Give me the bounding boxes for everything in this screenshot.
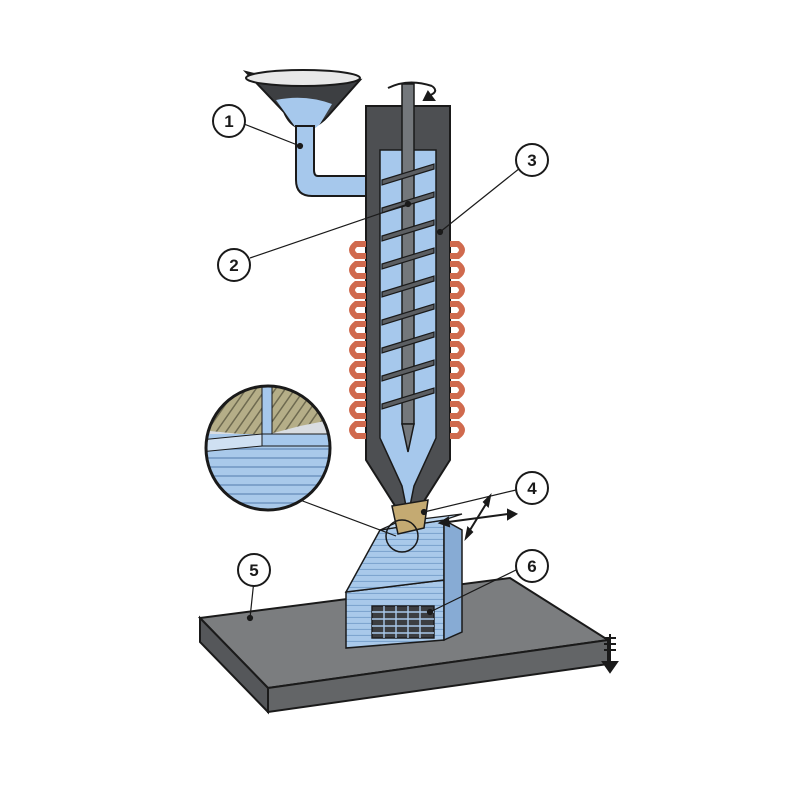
- callout-1-label: 1: [224, 112, 233, 131]
- leader-lines: [243, 123, 521, 622]
- callout-2-label: 2: [229, 256, 238, 275]
- heater-coils: [349, 241, 465, 439]
- callout-4-label: 4: [527, 479, 537, 498]
- callout-5-label: 5: [249, 561, 258, 580]
- heater-coil-loop: [450, 281, 465, 299]
- z-movement-arrow-icon: [601, 634, 619, 674]
- callout-4: 4: [515, 471, 549, 505]
- callout-6: 6: [515, 549, 549, 583]
- callout-1: 1: [212, 104, 246, 138]
- heater-coil-loop: [349, 421, 366, 439]
- printed-object: [344, 513, 463, 649]
- screw-flight: [381, 359, 435, 382]
- feed-hopper: [242, 69, 369, 197]
- heater-coil-loop: [349, 301, 366, 319]
- heater-coil-loop: [349, 361, 366, 379]
- heater-coil-loop: [450, 261, 465, 279]
- screw-flight: [381, 247, 435, 270]
- xy-movement-arrows-icon: [437, 492, 519, 542]
- heater-coil-loop: [349, 381, 366, 399]
- callout-3: 3: [515, 143, 549, 177]
- heater-coil-loop: [450, 321, 465, 339]
- heater-coil-loop: [450, 421, 465, 439]
- screw-flight: [381, 163, 435, 186]
- heater-coil-loop: [450, 341, 465, 359]
- heater-coil-loop: [349, 281, 366, 299]
- callout-5: 5: [237, 553, 271, 587]
- heater-coil-loop: [450, 241, 465, 259]
- heater-coil-loop: [450, 361, 465, 379]
- heater-coil-loop: [349, 341, 366, 359]
- heater-coil-loop: [349, 321, 366, 339]
- screw-flight: [381, 219, 435, 242]
- heater-coil-loop: [349, 261, 366, 279]
- callout-3-label: 3: [527, 151, 536, 170]
- infill-grid: [371, 605, 435, 639]
- screw-flight: [381, 303, 435, 326]
- heater-coil-loop: [450, 381, 465, 399]
- screw-flight: [381, 387, 435, 410]
- callout-2: 2: [217, 248, 251, 282]
- screw-flight: [381, 331, 435, 354]
- heater-coil-loop: [450, 401, 465, 419]
- heater-coil-loop: [349, 241, 366, 259]
- screw-flight: [381, 275, 435, 298]
- heater-coil-loop: [450, 301, 465, 319]
- rotation-arrow-icon: [387, 81, 437, 101]
- feed-screw: [381, 83, 435, 453]
- heater-coil-loop: [349, 401, 366, 419]
- callout-6-label: 6: [527, 557, 536, 576]
